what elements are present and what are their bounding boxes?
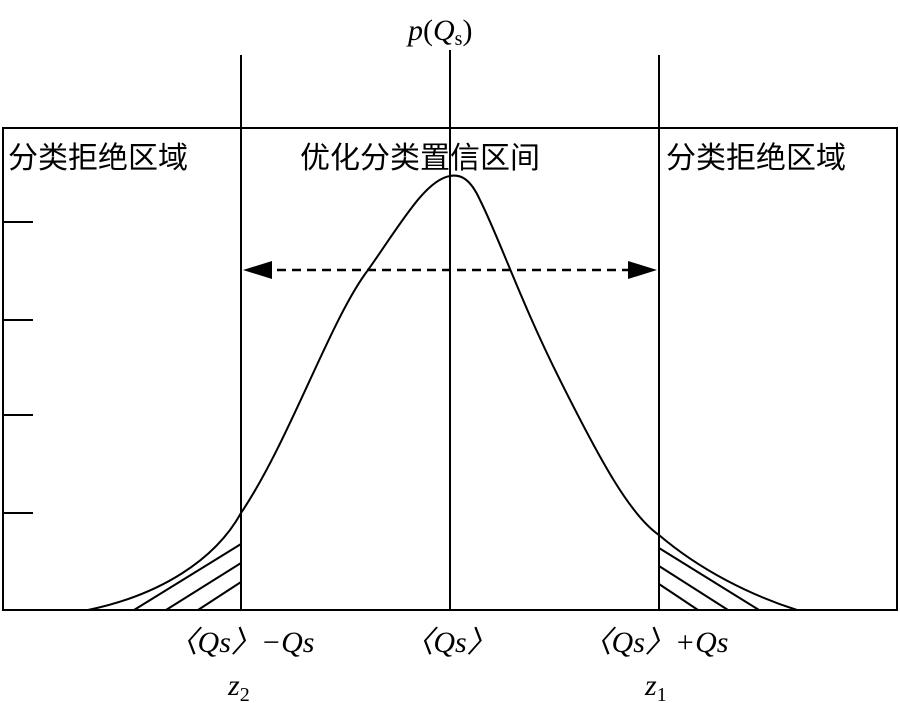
z1-label: z1 [644,669,667,703]
distribution-curve [87,174,798,611]
y-ticks [3,221,33,514]
right-hatch [658,547,760,611]
arrow-right-icon [628,261,657,279]
axis-title: p(Qs) [406,14,472,50]
right-region-label: 分类拒绝区域 [666,141,846,176]
upper-bound-label: 〈Qs〉+Qs [582,626,729,659]
left-region-label: 分类拒绝区域 [8,141,188,176]
left-hatch [133,543,242,611]
mean-label: 〈Qs〉 [403,626,496,659]
z2-label: z2 [227,669,250,703]
lower-bound-label: 〈Qs〉−Qs [168,626,315,659]
arrow-left-icon [243,261,272,279]
center-region-label: 优化分类置信区间 [300,141,540,176]
